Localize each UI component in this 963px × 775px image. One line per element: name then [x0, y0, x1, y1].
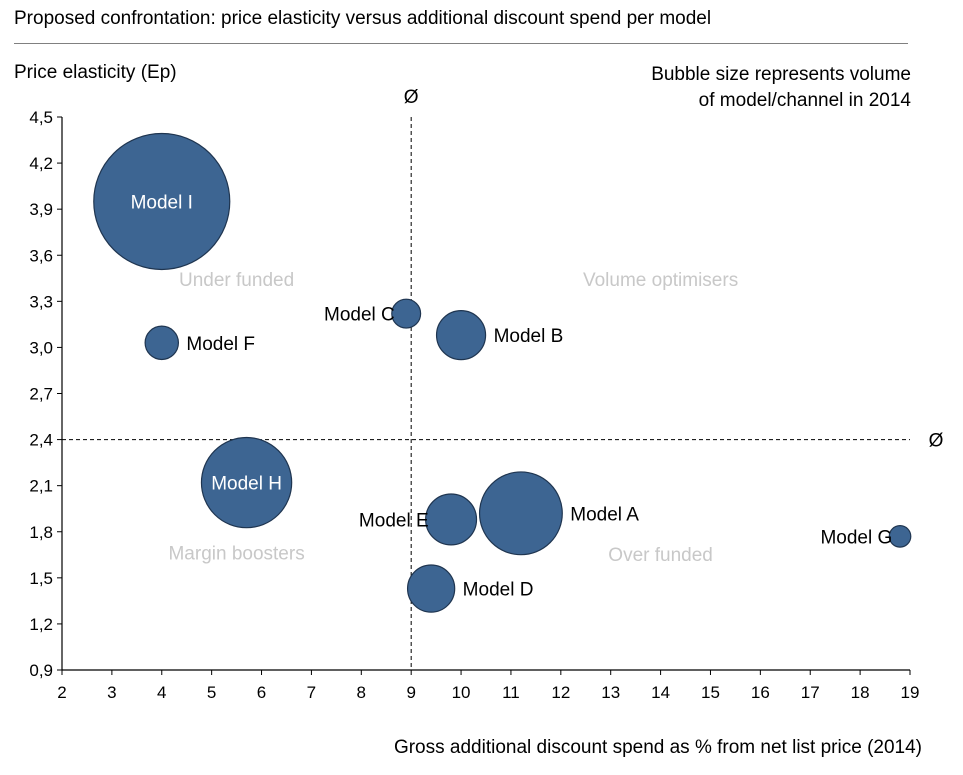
y-tick-label: 0,9: [29, 661, 53, 680]
x-tick-label: 11: [502, 683, 520, 702]
x-tick-label: 7: [307, 683, 316, 702]
y-tick-label: 1,2: [29, 615, 53, 634]
x-tick-label: 5: [207, 683, 216, 702]
bubble-label: Model I: [131, 192, 193, 213]
y-tick-label: 2,7: [29, 385, 53, 404]
bubble-point: [425, 493, 478, 546]
x-tick-label: 17: [801, 683, 820, 702]
bubble-label: Model C: [324, 305, 395, 326]
x-tick-label: 12: [551, 683, 570, 702]
bubble-point: [391, 298, 422, 329]
x-tick-label: 3: [107, 683, 116, 702]
y-tick-label: 4,5: [29, 108, 53, 127]
y-tick-label: 2,4: [29, 431, 53, 450]
x-tick-label: 15: [701, 683, 720, 702]
x-axis-label: Gross additional discount spend as % fro…: [393, 737, 922, 758]
chart-title: Proposed confrontation: price elasticity…: [14, 8, 712, 29]
bubble-point: [478, 471, 563, 556]
bubble-point: [406, 564, 456, 613]
bubble-label: Model G: [820, 527, 892, 548]
x-tick-label: 14: [651, 683, 670, 702]
average-x-symbol: Ø: [404, 87, 419, 108]
y-tick-label: 1,8: [29, 523, 53, 542]
bubble-size-note: Bubble size represents volume of model/c…: [651, 62, 911, 114]
x-tick-label: 16: [751, 683, 770, 702]
bubble-point: [435, 310, 487, 361]
x-tick-label: 9: [406, 683, 415, 702]
bubble-point: [888, 525, 912, 548]
x-tick-label: 2: [57, 683, 66, 702]
bubble-label: Model H: [211, 474, 282, 495]
bubble-point: [93, 132, 231, 271]
bubble-label: Model B: [494, 326, 564, 347]
x-tick-label: 19: [901, 683, 920, 702]
x-tick-label: 18: [851, 683, 870, 702]
average-y-symbol: Ø: [929, 431, 944, 452]
bubble-size-note-line1: Bubble size represents volume: [651, 64, 911, 85]
bubble-label: Model D: [463, 580, 534, 601]
y-axis-label: Price elasticity (Ep): [14, 62, 177, 83]
quadrant-label: Margin boosters: [168, 543, 304, 564]
bubble-point: [144, 325, 180, 361]
y-tick-label: 3,0: [29, 338, 53, 357]
x-tick-label: 6: [257, 683, 266, 702]
x-tick-label: 13: [601, 683, 620, 702]
bubble-label: Model E: [359, 510, 429, 531]
bubble-point: [200, 436, 293, 529]
bubble-label: Model A: [570, 504, 639, 525]
quadrant-label: Under funded: [179, 270, 294, 291]
y-tick-label: 2,1: [29, 477, 53, 496]
y-tick-label: 3,6: [29, 246, 53, 265]
y-tick-label: 3,3: [29, 292, 53, 311]
quadrant-label: Volume optimisers: [583, 270, 738, 291]
title-divider: [14, 43, 908, 44]
y-tick-label: 4,2: [29, 154, 53, 173]
bubble-label: Model F: [186, 334, 255, 355]
x-tick-label: 8: [357, 683, 366, 702]
y-tick-label: 1,5: [29, 569, 53, 588]
bubble-size-note-line2: of model/channel in 2014: [698, 90, 911, 111]
x-tick-label: 4: [157, 683, 166, 702]
x-tick-label: 10: [452, 683, 471, 702]
y-tick-label: 3,9: [29, 200, 53, 219]
quadrant-label: Over funded: [608, 545, 713, 566]
